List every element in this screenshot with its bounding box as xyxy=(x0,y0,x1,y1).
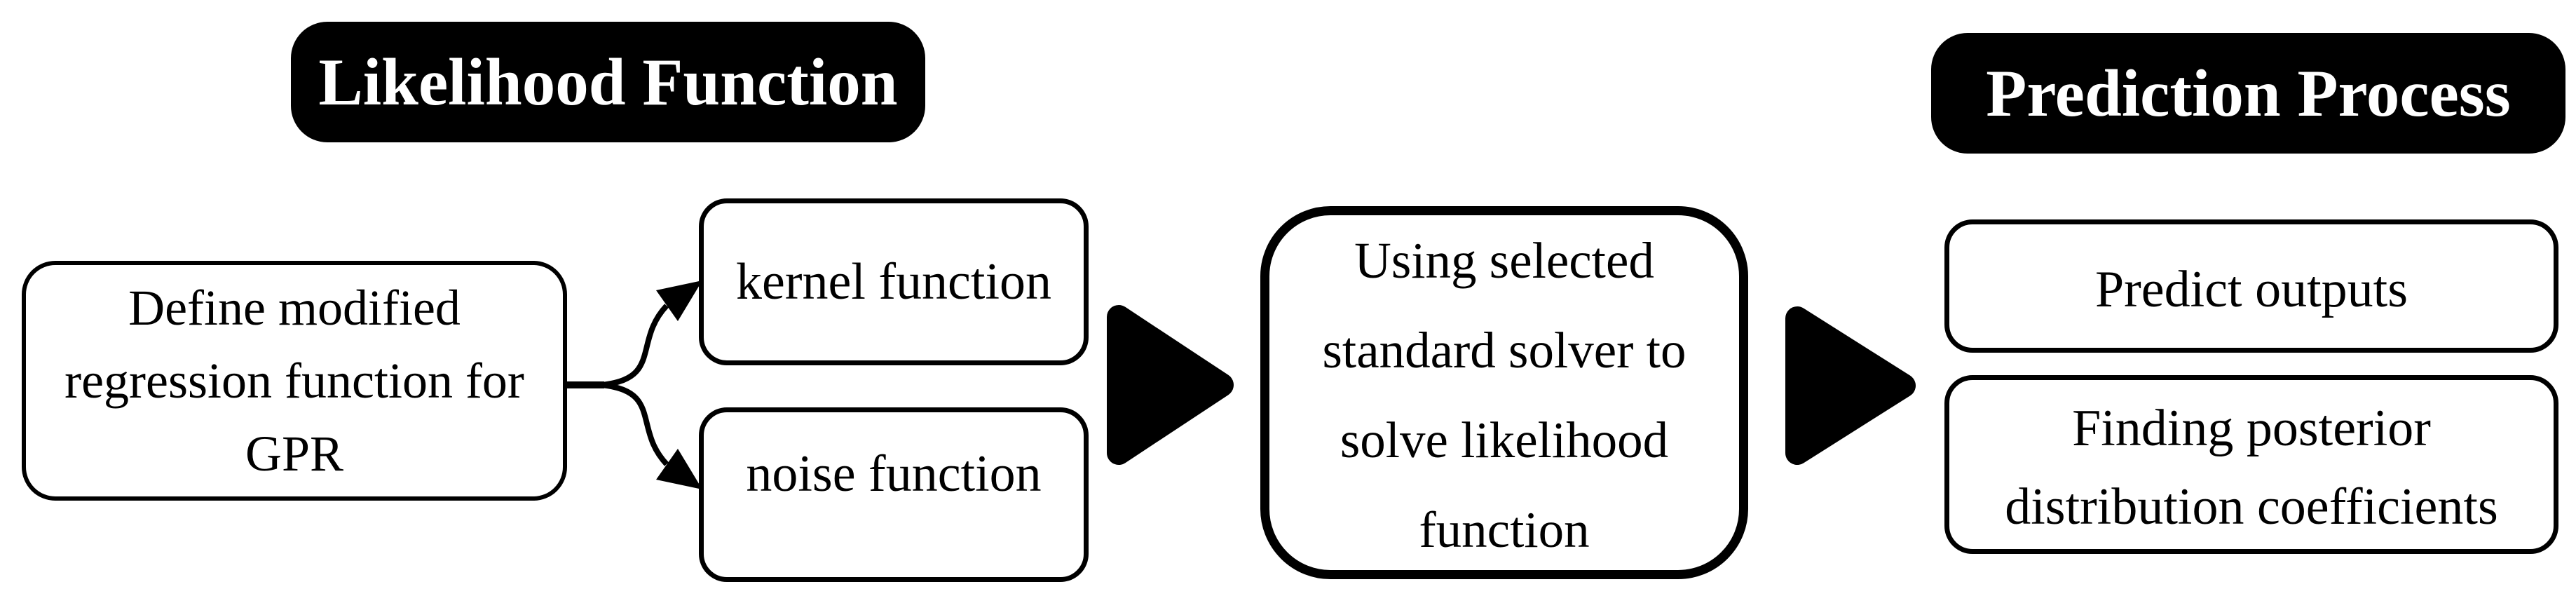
predict-outputs-box-label: Predict outputs xyxy=(2094,261,2408,318)
define-regression-box-line: Define modified xyxy=(128,280,461,336)
posterior-distribution-box-line: Finding posterior xyxy=(2072,399,2431,457)
kernel-function-box-label: kernel function xyxy=(736,253,1051,311)
noise-function-box-label: noise function xyxy=(746,445,1042,503)
arrowhead-to-kernel-icon xyxy=(656,280,702,321)
solver-box: Using selected standard solver to solve … xyxy=(1260,206,1748,579)
flow-arrow-2-icon xyxy=(1785,306,1916,465)
solver-box-line: standard solver to xyxy=(1322,322,1686,379)
flow-arrow-1-icon xyxy=(1107,305,1234,465)
split-connector-lower-curve xyxy=(601,382,669,466)
prediction-process-header-label: Prediction Process xyxy=(1986,56,2511,130)
noise-function-box: noise function xyxy=(699,407,1089,582)
likelihood-function-header: Likelihood Function xyxy=(291,22,925,142)
split-connector-icon xyxy=(562,280,702,489)
define-regression-box-line: GPR xyxy=(245,426,344,482)
define-regression-box-line: regression function for xyxy=(64,353,524,409)
solver-box-line: function xyxy=(1419,501,1590,558)
predict-outputs-box: Predict outputs xyxy=(1944,219,2558,353)
arrowhead-to-noise-icon xyxy=(656,449,702,489)
likelihood-function-header-label: Likelihood Function xyxy=(318,45,898,119)
solver-box-line: Using selected xyxy=(1354,232,1654,289)
posterior-distribution-box: Finding posterior distribution coefficie… xyxy=(1944,375,2558,554)
split-connector-upper-curve xyxy=(601,304,669,388)
posterior-distribution-box-line: distribution coefficients xyxy=(2005,478,2498,536)
define-regression-box: Define modified regression function for … xyxy=(22,261,567,501)
solver-box-line: solve likelihood xyxy=(1340,412,1669,468)
prediction-process-header: Prediction Process xyxy=(1931,33,2565,154)
kernel-function-box: kernel function xyxy=(699,198,1089,365)
